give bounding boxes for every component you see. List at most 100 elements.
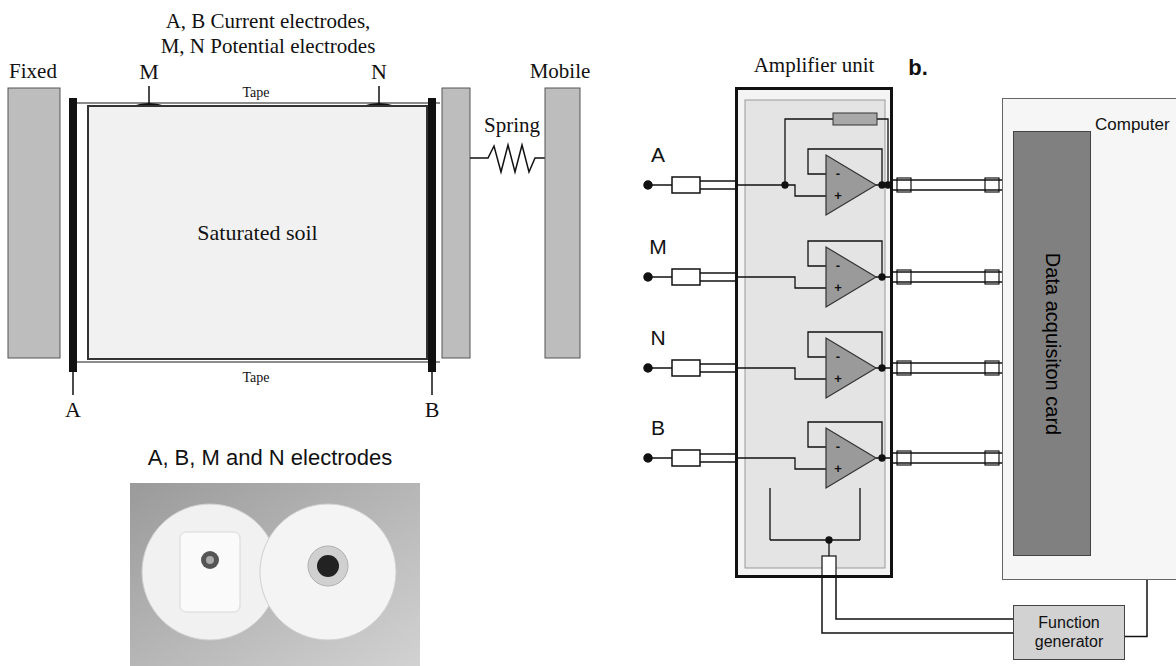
- cable-connector: [893, 272, 1013, 282]
- input-cables: [644, 177, 735, 466]
- amplifier-wiring-part: [879, 455, 885, 461]
- coax-connector-part: [822, 556, 836, 576]
- op-amp-symbol-part: [826, 338, 876, 398]
- box-label: Saturated soil: [191, 220, 323, 245]
- amplifier-wiring-part: [782, 182, 788, 188]
- tape-label: Tape: [242, 370, 269, 385]
- electrode-photo-part: [201, 551, 219, 569]
- cable-connector: [893, 363, 1013, 373]
- cable-connector: [822, 578, 1013, 633]
- amplifier-wiring-part: [826, 537, 832, 543]
- box-label: Function generator: [1014, 614, 1124, 651]
- mobile-side-plate-part: [442, 88, 470, 358]
- cable-connector: [1125, 580, 1147, 637]
- electrode-photo: [130, 483, 420, 666]
- electrode-photo-part: [308, 546, 348, 586]
- feedback-resistor-part: [833, 113, 877, 125]
- tape-line: [70, 103, 440, 362]
- electrode-photo-part: [142, 504, 278, 640]
- input-cables-part: [700, 363, 735, 365]
- current-electrode-part: [69, 98, 77, 372]
- fixed-plate: [8, 88, 60, 358]
- op-amp-symbol-part: [826, 155, 876, 215]
- electrode-photo-part: [260, 504, 396, 640]
- amplifier-unit-box: Amplifier unit: [735, 87, 893, 578]
- amplifier-wiring-part: [879, 365, 885, 371]
- potential-electrode-part: [378, 86, 380, 106]
- box-label: Amplifier unit: [754, 53, 875, 77]
- amplifier-wiring-part: [785, 119, 888, 185]
- legend-line: M, N Potential electrodes: [161, 35, 376, 58]
- fixed-plate-part: [8, 88, 60, 358]
- spring-label: Spring: [484, 114, 540, 137]
- amplifier-wiring-part: [879, 274, 885, 280]
- input-cables-part: [700, 272, 735, 274]
- op-amp-symbol-part: [826, 247, 876, 307]
- cable-connector: [893, 180, 1013, 190]
- electrode-photo-part: [317, 555, 339, 577]
- electrode-letter: N: [371, 60, 387, 84]
- tape-line-part: [70, 361, 440, 363]
- plate-label: Fixed: [9, 60, 57, 83]
- input-name: A: [651, 143, 665, 166]
- input-cables-part: [672, 177, 700, 193]
- current-electrode-part: [431, 372, 433, 395]
- electrode-photo-part: [130, 483, 420, 666]
- soil-sample-box: Saturated soil: [87, 105, 428, 360]
- mobile-side-plate: [442, 88, 470, 358]
- coax-connector: [822, 178, 999, 576]
- panel-letter: b.: [908, 56, 928, 80]
- input-cables-part: [700, 280, 735, 282]
- input-cables-part: [648, 457, 672, 459]
- box-label: Data acquisiton card: [1041, 252, 1064, 434]
- cable-connector: [893, 453, 1013, 463]
- input-cables-part: [700, 188, 735, 190]
- input-cables-part: [672, 450, 700, 466]
- electrode-photo-part: [180, 532, 240, 612]
- current-electrode-part: [72, 372, 74, 395]
- inverting-sign: -: [836, 350, 840, 364]
- input-cables-part: [700, 461, 735, 463]
- spring-symbol: [470, 145, 545, 172]
- box-label: Computer: [1095, 115, 1170, 135]
- noninverting-sign: +: [834, 372, 842, 386]
- input-name: B: [651, 416, 665, 439]
- input-name: N: [650, 326, 665, 349]
- amplifier-wiring-part: [770, 488, 860, 556]
- input-cables-part: [648, 367, 672, 369]
- amplifier-wiring: [738, 119, 893, 556]
- noninverting-sign: +: [834, 189, 842, 203]
- input-cables-part: [700, 180, 735, 182]
- electrode-photo-part: [206, 556, 214, 564]
- op-amp-symbol-part: [826, 428, 876, 488]
- electrode-letter: A: [65, 398, 81, 422]
- input-cables-part: [700, 453, 735, 455]
- noninverting-sign: +: [834, 281, 842, 295]
- current-electrode: [69, 98, 436, 395]
- mobile-plate: [545, 88, 580, 358]
- input-name: M: [649, 235, 667, 258]
- input-cables-part: [648, 184, 672, 186]
- electrode-letter: M: [139, 60, 159, 84]
- input-cables-part: [648, 276, 672, 278]
- inverting-sign: -: [836, 167, 840, 181]
- tape-label: Tape: [242, 85, 269, 100]
- legend-line: A, B Current electrodes,: [166, 10, 371, 33]
- inverting-sign: -: [836, 440, 840, 454]
- electrode-letter: B: [425, 398, 440, 422]
- plate-label: Mobile: [530, 60, 591, 83]
- photo-caption: A, B, M and N electrodes: [148, 446, 393, 470]
- current-electrode-part: [428, 98, 436, 372]
- noninverting-sign: +: [834, 462, 842, 476]
- input-cables-part: [672, 360, 700, 376]
- spring-symbol-part: [470, 145, 545, 172]
- feedback-resistor: [833, 113, 877, 125]
- input-cables-part: [700, 371, 735, 373]
- amplifier-housing-part: [745, 100, 885, 568]
- computer-box: ComputerData acquisiton card: [1002, 98, 1176, 580]
- inverting-sign: -: [836, 259, 840, 273]
- mobile-plate-part: [545, 88, 580, 358]
- input-cables-part: [672, 269, 700, 285]
- function-generator-box: Function generator: [1013, 605, 1125, 660]
